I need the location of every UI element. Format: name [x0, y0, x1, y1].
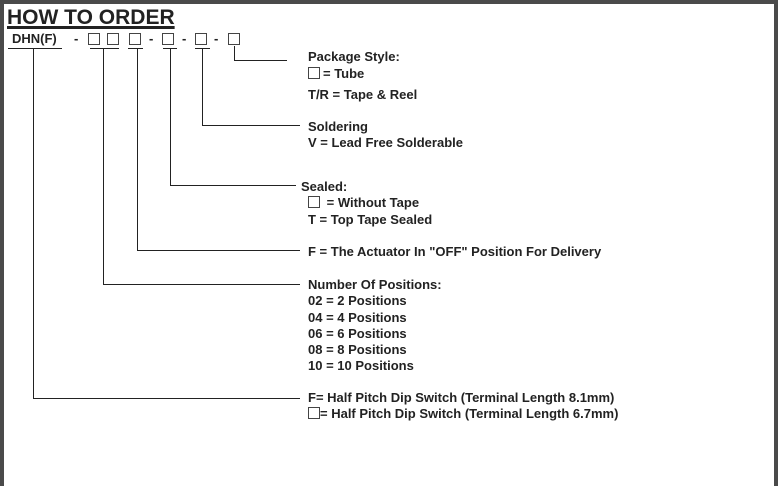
sealed-without-tape-label: = Without Tape: [323, 195, 420, 210]
blank-box-icon: [308, 67, 320, 79]
positions-item: 06 = 6 Positions: [308, 326, 407, 341]
code-box: [107, 33, 119, 45]
actuator-option: F = The Actuator In "OFF" Position For D…: [308, 244, 602, 259]
soldering-heading: Soldering: [308, 119, 368, 134]
code-box: [162, 33, 174, 45]
positions-item: 02 = 2 Positions: [308, 293, 407, 308]
blank-box-icon: [308, 196, 320, 208]
package-tube-label: = Tube: [323, 66, 365, 81]
separator: -: [182, 31, 186, 46]
package-tape-reel-option: T/R = Tape & Reel: [308, 87, 418, 102]
package-style-heading: Package Style:: [308, 49, 400, 64]
soldering-option: V = Lead Free Solderable: [308, 135, 463, 150]
separator: -: [74, 31, 78, 46]
code-box: [88, 33, 100, 45]
separator: -: [214, 31, 218, 46]
page-title: HOW TO ORDER: [7, 6, 175, 29]
code-box: [129, 33, 141, 45]
separator: -: [149, 31, 153, 46]
positions-heading: Number Of Positions:: [308, 277, 442, 292]
series-blank-option: = Half Pitch Dip Switch (Terminal Length…: [308, 406, 618, 421]
sealed-heading: Sealed:: [301, 179, 348, 194]
positions-item: 10 = 10 Positions: [308, 358, 414, 373]
code-box: [195, 33, 207, 45]
sealed-top-tape-option: T = Top Tape Sealed: [308, 212, 433, 227]
code-box: [228, 33, 240, 45]
positions-item: 04 = 4 Positions: [308, 310, 407, 325]
package-tube-option: = Tube: [308, 66, 364, 81]
sealed-without-tape-option: = Without Tape: [308, 195, 419, 210]
series-blank-label: = Half Pitch Dip Switch (Terminal Length…: [320, 406, 619, 421]
blank-box-icon: [308, 407, 320, 419]
part-code-prefix: DHN(F): [12, 31, 57, 46]
leader-lines: [33, 46, 300, 399]
positions-item: 08 = 8 Positions: [308, 342, 407, 357]
series-f-option: F= Half Pitch Dip Switch (Terminal Lengt…: [308, 390, 615, 405]
